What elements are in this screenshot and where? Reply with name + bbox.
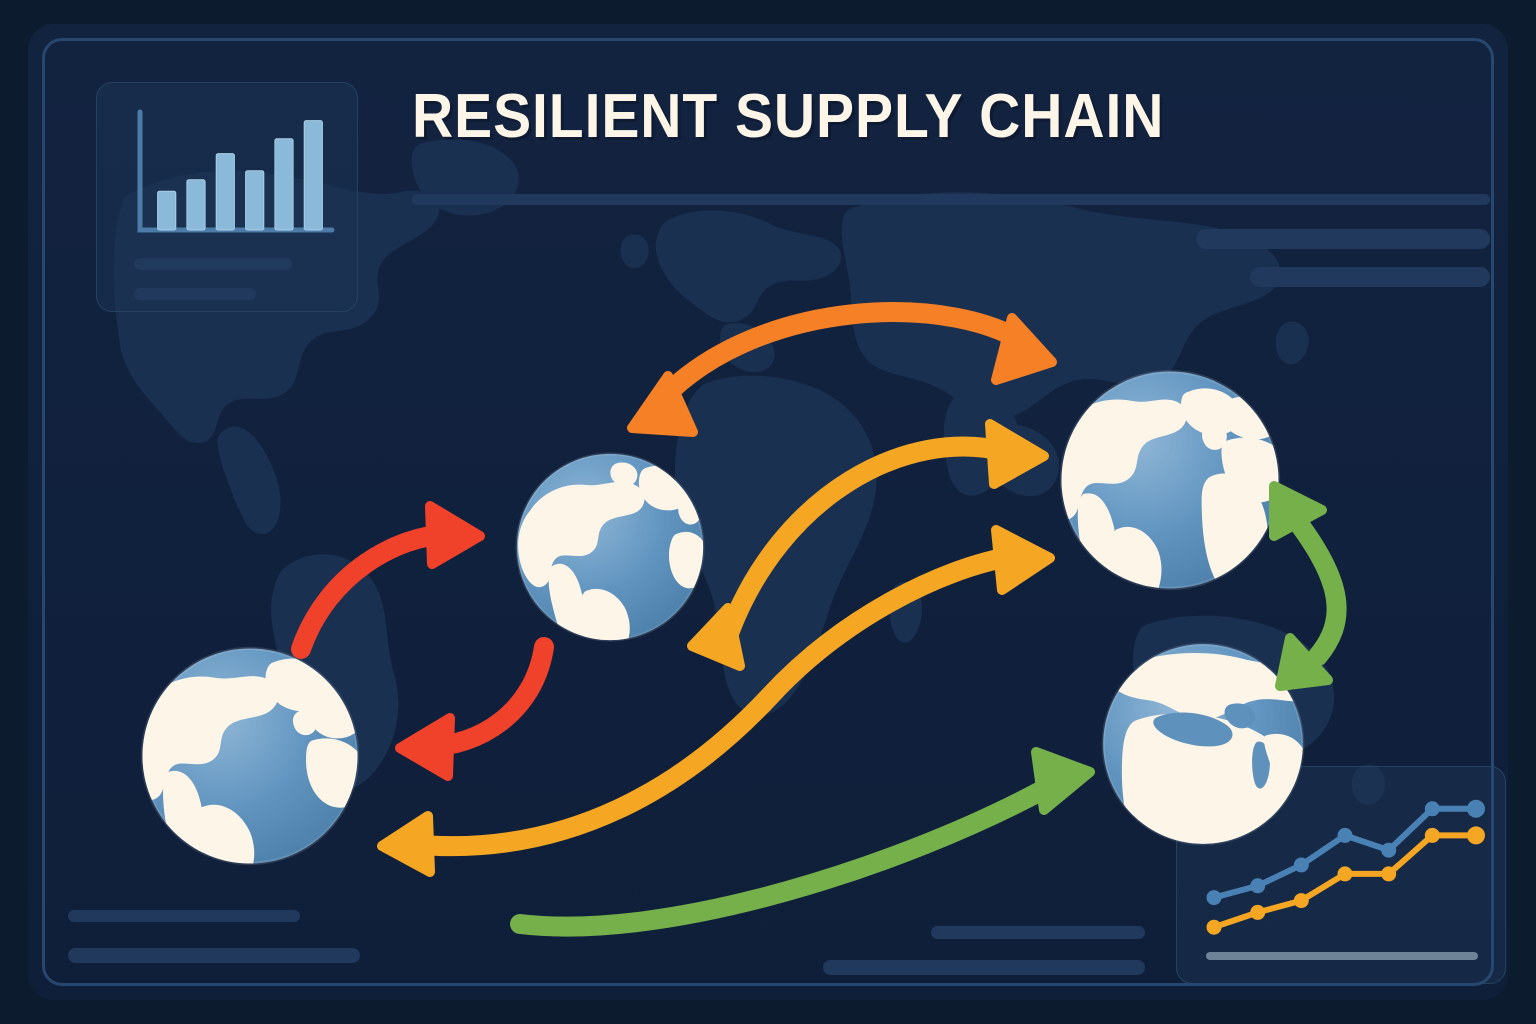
bar-5 (274, 138, 294, 231)
bar-4 (245, 170, 265, 231)
globe-bottom-right[interactable] (1099, 640, 1307, 848)
series-orange-point-2 (1250, 904, 1266, 920)
globe-center-left[interactable] (513, 450, 707, 644)
series-orange-point-4 (1337, 866, 1353, 882)
series-orange-point-3 (1293, 893, 1309, 909)
globe-bottom-left[interactable] (138, 644, 362, 868)
bar-1 (157, 190, 177, 231)
series-blue-point-5 (1381, 842, 1397, 858)
bar-2 (186, 179, 206, 231)
page-title: RESILIENT SUPPLY CHAIN (412, 82, 1165, 151)
placeholder-bar-bottomcenter-2 (823, 960, 1145, 975)
globe-top-right[interactable] (1057, 367, 1283, 593)
placeholder-bar-right-1 (1196, 229, 1490, 249)
series-blue-point-1 (1206, 890, 1222, 906)
flow-red-up (291, 501, 485, 659)
series-blue-point-7 (1467, 799, 1485, 818)
placeholder-bar-bottomleft-1 (68, 910, 300, 922)
series-orange-point-5 (1381, 866, 1397, 882)
placeholder-bar-bottomcenter-1 (931, 926, 1145, 939)
supply-flow-arrows (291, 302, 1347, 937)
series-blue-point-6 (1424, 801, 1440, 817)
flow-amber-upper (687, 419, 1049, 671)
series-orange-point-6 (1424, 827, 1440, 843)
series-blue-point-2 (1250, 878, 1266, 894)
bar-3 (215, 153, 235, 231)
series-blue-point-3 (1293, 857, 1309, 873)
flow-amber-lower (377, 525, 1055, 877)
bar-chart (134, 109, 335, 300)
line-chart (1206, 799, 1485, 960)
flow-green-vertical (1269, 481, 1347, 691)
title-rule (412, 194, 1490, 205)
series-blue-point-4 (1337, 827, 1353, 843)
series-orange-point-1 (1206, 919, 1222, 935)
series-orange-point-7 (1467, 826, 1485, 845)
placeholder-bar-right-2 (1250, 267, 1490, 287)
placeholder-bar-bottomleft-2 (68, 948, 360, 963)
flow-red-down (395, 637, 554, 781)
flow-green-sweep (510, 747, 1095, 937)
flow-orange-top (627, 302, 1057, 437)
bar-6 (303, 120, 323, 231)
main-panel: RESILIENT SUPPLY CHAIN (28, 24, 1508, 1000)
